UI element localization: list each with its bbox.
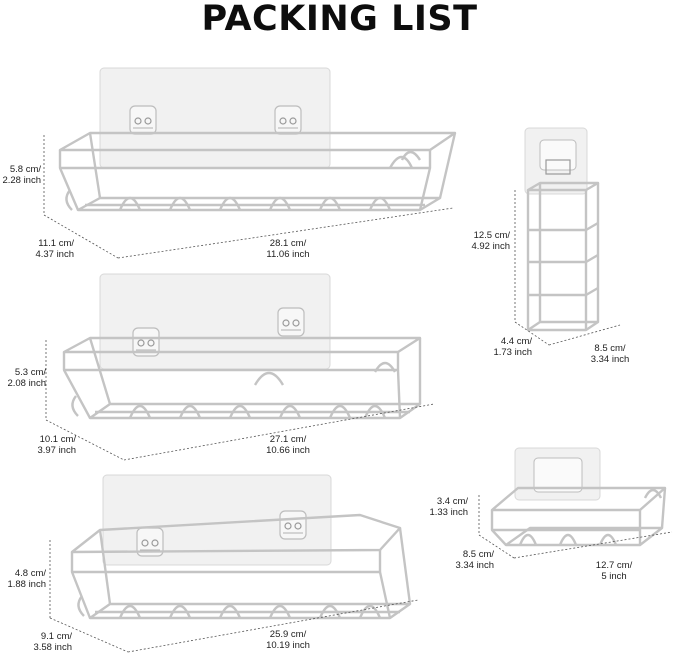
- dim-depth-5: 8.5 cm/3.34 inch: [455, 549, 494, 571]
- dim-height-4: 12.5 cm/4.92 inch: [471, 230, 510, 252]
- dim-height-1: 5.8 cm/2.28 inch: [2, 164, 41, 186]
- dim-depth-4: 4.4 cm/1.73 inch: [493, 336, 532, 358]
- dim-depth-2: 10.1 cm/3.97 inch: [37, 434, 76, 456]
- dim-height-5: 3.4 cm/1.33 inch: [429, 496, 468, 518]
- dim-height-2: 5.3 cm/2.08 inch: [7, 367, 46, 389]
- shower-caddy-small: [70, 474, 412, 620]
- shower-caddy-medium: [62, 273, 422, 420]
- dim-width-5: 12.7 cm/5 inch: [595, 560, 633, 582]
- page-title: PACKING LIST: [201, 0, 478, 39]
- dim-width-1: 28.1 cm/11.06 inch: [266, 238, 310, 260]
- soap-dish: [490, 447, 667, 547]
- toothbrush-holder: [524, 127, 600, 332]
- dim-depth-1: 11.1 cm/4.37 inch: [35, 238, 74, 260]
- dim-height-3: 4.8 cm/1.88 inch: [7, 568, 46, 590]
- dim-width-3: 25.9 cm/10.19 inch: [266, 629, 310, 651]
- dimension-lines: [43, 135, 673, 653]
- shower-caddy-large: [58, 67, 457, 212]
- dim-width-4: 8.5 cm/3.34 inch: [590, 343, 630, 365]
- dim-depth-3: 9.1 cm/3.58 inch: [33, 631, 72, 653]
- dim-width-2: 27.1 cm/10.66 inch: [266, 434, 310, 456]
